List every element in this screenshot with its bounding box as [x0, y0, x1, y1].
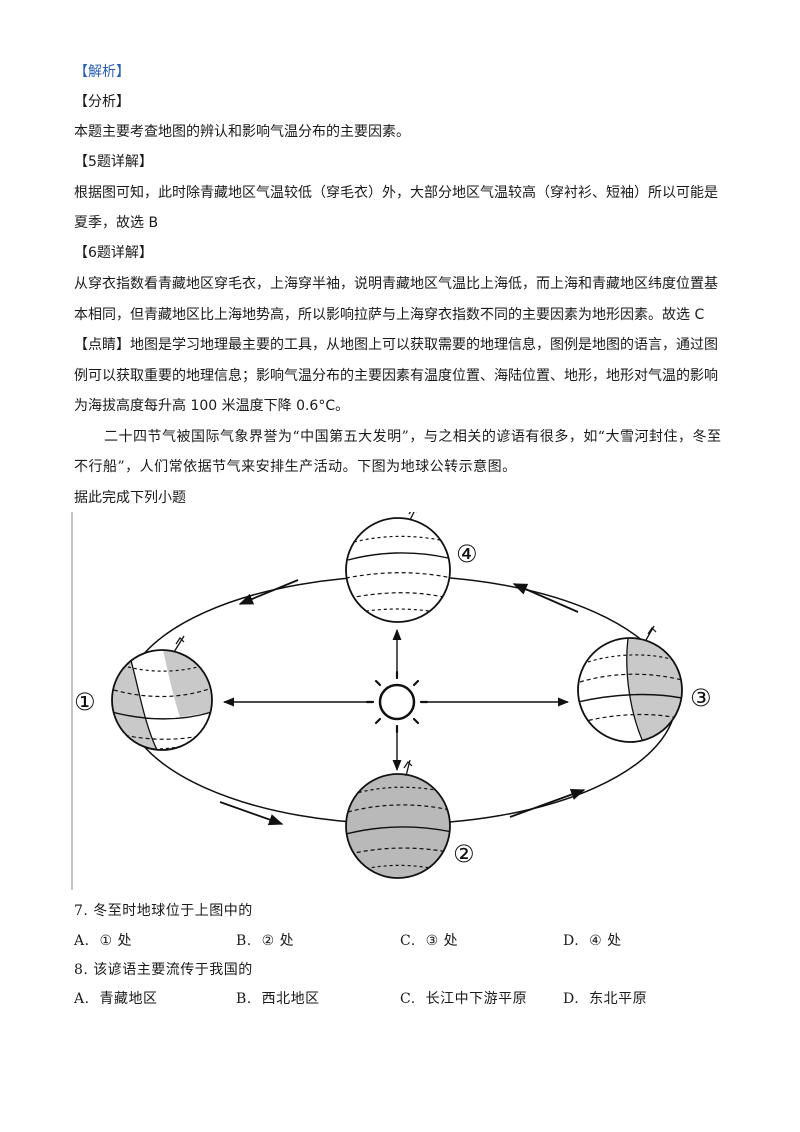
option-text: 青藏地区: [99, 991, 158, 1007]
option-text: 西北地区: [261, 991, 320, 1007]
option-key: C.: [400, 991, 416, 1007]
sun-icon: [365, 670, 429, 734]
q5-explanation-line: 根据图可知，此时除青藏地区气温较低（穿毛衣）外，大部分地区气温较高（穿衬衫、短袖…: [74, 185, 718, 201]
option-text: ④ 处: [589, 933, 622, 949]
fenxi-text: 本题主要考查地图的辨认和影响气温分布的主要因素。: [74, 124, 410, 140]
earth-position-4: [345, 512, 451, 623]
option-text: ① 处: [99, 933, 132, 949]
q7-option-a[interactable]: A. ① 处: [74, 931, 132, 951]
q7-option-b[interactable]: B. ② 处: [236, 931, 294, 951]
q6-label: 【6题详解】: [74, 245, 153, 261]
q6-explanation-line: 从穿衣指数看青藏地区穿毛衣，上海穿半袖，说明青藏地区气温比上海低，而上海和青藏地…: [74, 276, 718, 292]
label-position-1: ①: [74, 688, 96, 716]
option-key: C.: [400, 933, 416, 949]
orbit-arrow-icon: [238, 579, 299, 605]
q6-explanation-line: 本相同，但青藏地区比上海地势高，所以影响拉萨与上海穿衣指数不同的主要因素为地形因…: [74, 307, 705, 323]
dianjing-line: 例可以获取重要的地理信息；影响气温分布的主要因素有温度位置、海陆位置、地形，地形…: [74, 368, 718, 384]
q8-option-a[interactable]: A. 青藏地区: [74, 989, 157, 1009]
option-text: ② 处: [261, 933, 295, 949]
earth-revolution-diagram: ① ② ③ ④: [71, 512, 712, 890]
q8-option-c[interactable]: C. 长江中下游平原: [400, 989, 527, 1009]
label-position-3: ③: [690, 684, 712, 712]
option-key: B.: [236, 991, 252, 1007]
q8-option-d[interactable]: D. 东北平原: [563, 989, 647, 1009]
orbit-arrow-icon: [219, 801, 284, 826]
orbit-arrow-icon: [509, 789, 586, 818]
dianjing-line: 【点睛】地图是学习地理最主要的工具，从地图上可以获取需要的地理信息，图例是地图的…: [74, 337, 718, 353]
earth-position-1: [111, 635, 213, 751]
passage-line: 二十四节气被国际气象界誉为“中国第五大发明”，与之相关的谚语有很多，如“大雪河封…: [104, 429, 722, 445]
option-key: B.: [236, 933, 252, 949]
option-key: A.: [74, 933, 90, 949]
label-position-2: ②: [453, 840, 475, 868]
earth-position-3: [577, 625, 683, 743]
label-position-4: ④: [456, 540, 478, 568]
earth-position-2: [345, 759, 451, 879]
option-text: 长江中下游平原: [425, 991, 528, 1007]
passage-instruction: 据此完成下列小题: [74, 490, 186, 506]
orbit-arrow-icon: [512, 583, 579, 613]
q7-option-c[interactable]: C. ③ 处: [400, 931, 458, 951]
q8-option-b[interactable]: B. 西北地区: [236, 989, 320, 1009]
option-key: A.: [74, 991, 90, 1007]
fenxi-label: 【分析】: [74, 94, 130, 110]
analysis-header: 【解析】: [74, 64, 130, 80]
q7-option-d[interactable]: D. ④ 处: [563, 931, 622, 951]
question-7-stem: 7. 冬至时地球位于上图中的: [74, 903, 253, 919]
passage-line: 不行船”，人们常依据节气来安排生产活动。下图为地球公转示意图。: [74, 459, 517, 475]
question-8-stem: 8. 该谚语主要流传于我国的: [74, 962, 253, 978]
option-text: 东北平原: [589, 991, 648, 1007]
q5-label: 【5题详解】: [74, 154, 153, 170]
q5-explanation-line: 夏季，故选 B: [74, 215, 159, 231]
dianjing-line: 为海拔高度每升高 100 米温度下降 0.6°C。: [74, 398, 350, 414]
option-text: ③ 处: [425, 933, 459, 949]
option-key: D.: [563, 933, 580, 949]
option-key: D.: [563, 991, 580, 1007]
